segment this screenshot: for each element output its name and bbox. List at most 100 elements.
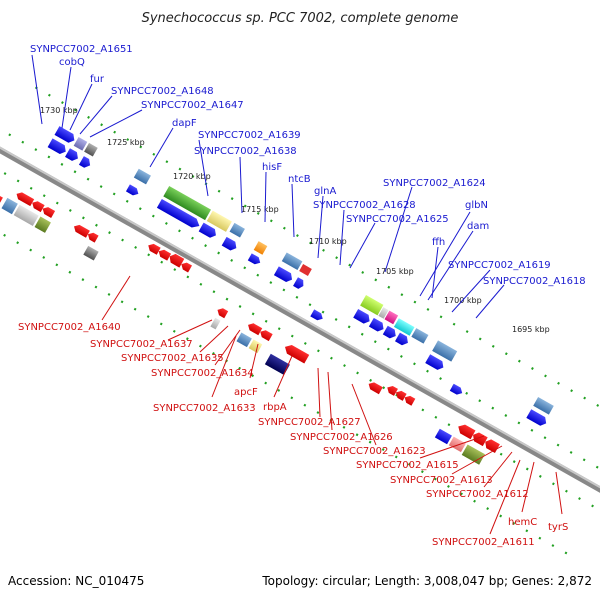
gene-label: fur xyxy=(90,74,105,85)
gene-reverse xyxy=(248,323,263,336)
gene-label: apcF xyxy=(234,387,258,398)
gene-reverse xyxy=(74,224,90,238)
gene-forward xyxy=(425,354,444,370)
gene-reverse xyxy=(285,344,310,364)
gene-forward xyxy=(411,328,429,344)
gene-reverse xyxy=(461,444,486,465)
gene-forward xyxy=(133,168,151,185)
gene-reverse xyxy=(248,339,263,354)
gene-label: cobQ xyxy=(59,57,85,68)
kbp-label: 1710 kbp xyxy=(309,237,347,246)
gene-forward xyxy=(526,409,547,426)
gene-forward xyxy=(65,148,78,161)
gene-reverse xyxy=(16,192,35,207)
gene-label: SYNPCC7002_A1624 xyxy=(383,178,486,189)
gene-label: SYNPCC7002_A1634 xyxy=(151,368,254,379)
gene-label: SYNPCC7002_A1651 xyxy=(30,44,133,55)
gene-forward xyxy=(293,277,304,289)
gene-label: SYNPCC7002_A1618 xyxy=(483,276,586,287)
gene-forward xyxy=(125,184,139,196)
gene-reverse xyxy=(83,245,99,261)
gene-label: SYNPCC7002_A1637 xyxy=(90,339,193,350)
topology-summary: Topology: circular; Length: 3,008,047 bp… xyxy=(261,574,592,588)
gene-reverse xyxy=(169,253,185,268)
bottom-labels: SYNPCC7002_A1640 SYNPCC7002_A1637 SYNPCC… xyxy=(18,322,568,548)
gene-label: SYNPCC7002_A1615 xyxy=(356,460,459,471)
gene-label: tyrS xyxy=(548,522,568,533)
gene-forward xyxy=(221,236,237,251)
gene-forward xyxy=(156,199,200,228)
gene-reverse xyxy=(404,395,416,406)
gene-reverse xyxy=(42,207,56,219)
gene-label: rbpA xyxy=(263,402,287,413)
gene-reverse xyxy=(34,216,51,233)
gene-label: SYNPCC7002_A1627 xyxy=(258,417,361,428)
gene-label: SYNPCC7002_A1635 xyxy=(121,353,224,364)
gene-forward xyxy=(360,295,384,316)
gene-reverse xyxy=(0,192,3,205)
gene-forward xyxy=(229,222,245,238)
genome-backbone-highlight xyxy=(0,137,600,504)
genome-title: Synechococcus sp. PCC 7002, complete gen… xyxy=(142,11,459,26)
bottom-leader-lines xyxy=(101,275,563,535)
gene-label: SYNPCC7002_A1619 xyxy=(448,260,551,271)
gene-label: SYNPCC7002_A1628 xyxy=(313,200,416,211)
gene-reverse xyxy=(210,317,221,330)
gene-reverse xyxy=(473,432,488,447)
kbp-label: 1730 kbp xyxy=(40,106,78,115)
gene-forward xyxy=(54,126,75,143)
gene-forward xyxy=(384,310,399,325)
accession-text: Accession: NC_010475 xyxy=(8,574,144,588)
gene-label: SYNPCC7002_A1640 xyxy=(18,322,121,333)
gene-reverse xyxy=(395,390,407,401)
gene-forward xyxy=(368,317,384,332)
gene-forward xyxy=(449,383,463,395)
gene-forward xyxy=(432,340,458,362)
top-labels: SYNPCC7002_A1651 cobQ fur SYNPCC7002_A16… xyxy=(30,44,586,287)
gene-reverse xyxy=(458,424,476,440)
gene-forward xyxy=(78,156,91,168)
tick-line-inner-bottom xyxy=(0,164,600,512)
gene-reverse xyxy=(1,197,18,215)
gene-label: dapF xyxy=(172,118,197,129)
gene-label: SYNPCC7002_A1612 xyxy=(426,489,529,500)
kbp-label: 1705 kbp xyxy=(376,267,414,276)
gene-reverse xyxy=(87,232,99,243)
gene-forward xyxy=(393,318,415,336)
gene-forward xyxy=(310,309,323,321)
gene-label: hisF xyxy=(262,162,282,173)
gene-forward xyxy=(47,138,66,154)
gene-label: SYNPCC7002_A1623 xyxy=(323,446,426,457)
gene-label: ntcB xyxy=(288,174,311,185)
gene-forward xyxy=(253,241,268,255)
gene-reverse xyxy=(434,428,452,445)
gene-label: SYNPCC7002_A1626 xyxy=(290,432,393,443)
gene-label: SYNPCC7002_A1647 xyxy=(141,100,244,111)
kbp-label: 1715 kbp xyxy=(241,205,279,214)
kbp-label: 1725 kbp xyxy=(107,138,145,147)
kbp-label: 1720 kbp xyxy=(173,172,211,181)
gene-label: SYNPCC7002_A1611 xyxy=(432,537,535,548)
gene-reverse xyxy=(13,204,39,227)
genome-track xyxy=(0,86,600,559)
gene-forward xyxy=(273,266,293,282)
gene-reverse xyxy=(387,385,398,396)
gene-label: glnA xyxy=(314,186,336,197)
gene-forward xyxy=(299,264,312,276)
gene-forward xyxy=(395,332,408,346)
gene-forward xyxy=(163,185,211,221)
gene-forward xyxy=(281,252,303,271)
gene-label: hemC xyxy=(508,517,537,528)
gene-forward xyxy=(73,137,88,151)
gene-reverse xyxy=(260,330,273,342)
gene-reverse xyxy=(448,436,466,453)
gene-reverse xyxy=(32,201,45,213)
gene-label: ffh xyxy=(432,237,445,248)
gene-label: SYNPCC7002_A1625 xyxy=(346,214,449,225)
gene-reverse xyxy=(368,382,383,395)
gene-forward xyxy=(247,253,261,265)
gene-label: SYNPCC7002_A1648 xyxy=(111,86,214,97)
gene-label: SYNPCC7002_A1639 xyxy=(198,130,301,141)
gene-label: SYNPCC7002_A1638 xyxy=(194,146,297,157)
